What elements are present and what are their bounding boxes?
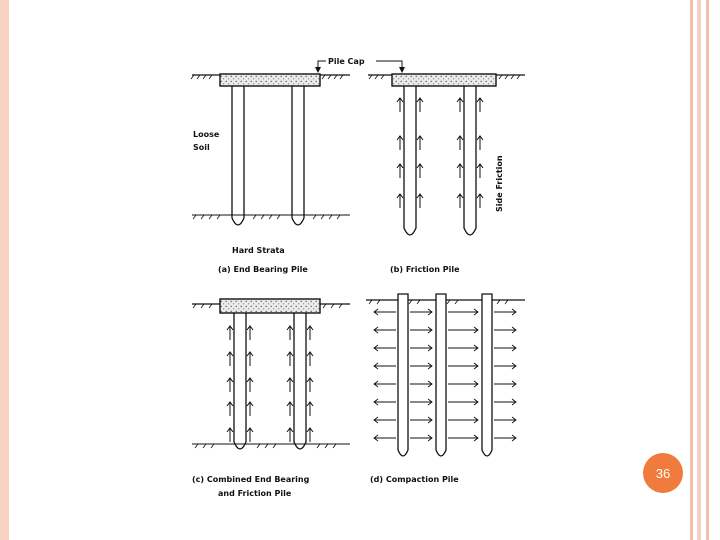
panel-caption: (d) Compaction Pile [370, 475, 459, 484]
pile-cap [219, 298, 321, 314]
pile [403, 86, 417, 236]
friction-arrows [396, 97, 484, 208]
pile-types-figure: Loose Soil Hard Strata (a) End Bearing P… [180, 50, 540, 510]
loose-soil-label: Loose [193, 130, 220, 139]
pile-cap [219, 73, 321, 87]
pile [291, 86, 305, 226]
pile [463, 86, 477, 236]
pile [435, 293, 447, 457]
side-friction-label: Side Friction [495, 155, 504, 212]
panel-caption: (c) Combined End Bearing [192, 475, 310, 484]
panel-end-bearing-pile: Loose Soil Hard Strata (a) End Bearing P… [190, 73, 350, 274]
slide-frame-right-line [690, 0, 693, 540]
panel-caption: (b) Friction Pile [390, 265, 460, 274]
slide-frame-right-line [706, 0, 709, 540]
pile [481, 293, 493, 457]
pile [231, 86, 245, 226]
panel-compaction-pile: (d) Compaction Pile [366, 293, 525, 484]
panel-caption: (a) End Bearing Pile [218, 265, 308, 274]
panel-combined-pile: (c) Combined End Bearing and Friction Pi… [192, 298, 350, 498]
pile-cap [391, 73, 497, 87]
compaction-arrows [373, 308, 517, 442]
pile-cap-callout: Pile Cap [315, 57, 405, 73]
page-number-badge: 36 [643, 453, 683, 493]
pile-cap-label: Pile Cap [328, 57, 365, 66]
loose-soil-label: Soil [193, 143, 210, 152]
page-number: 36 [655, 465, 671, 481]
hard-strata-label: Hard Strata [232, 246, 285, 255]
slide-frame-right-line [697, 0, 701, 540]
panel-friction-pile: Side Friction (b) Friction Pile [368, 73, 525, 274]
panel-caption: and Friction Pile [218, 489, 292, 498]
pile [233, 313, 247, 450]
friction-arrows [226, 325, 314, 442]
pile [293, 313, 307, 450]
slide-frame-left [0, 0, 9, 540]
pile [397, 293, 409, 457]
